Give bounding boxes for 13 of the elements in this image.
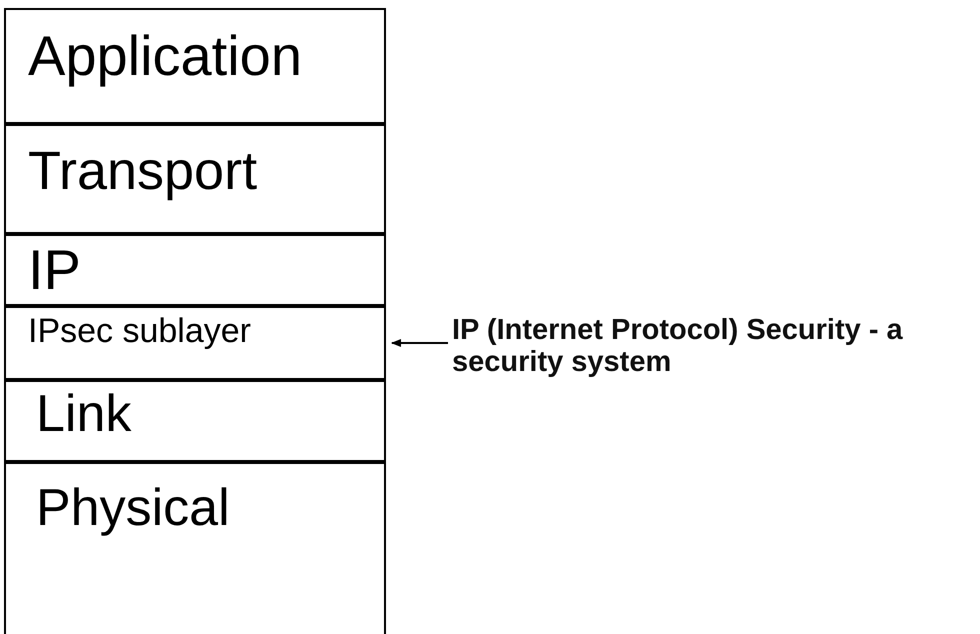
layer-box [4, 124, 386, 234]
layer-label: Transport [28, 144, 258, 198]
layer-box [4, 8, 386, 124]
layer-label: Physical [36, 482, 230, 534]
annotation-text: IP (Internet Protocol) Security - a security system [452, 314, 904, 378]
layer-label: IP [28, 242, 81, 298]
arrow [391, 339, 448, 347]
layer-box [4, 380, 386, 462]
layer-box [4, 462, 386, 634]
layer-label: Link [36, 388, 132, 440]
layer-box [4, 234, 386, 306]
layer-label: IPsec sublayer [28, 314, 251, 348]
layer-box [4, 306, 386, 380]
